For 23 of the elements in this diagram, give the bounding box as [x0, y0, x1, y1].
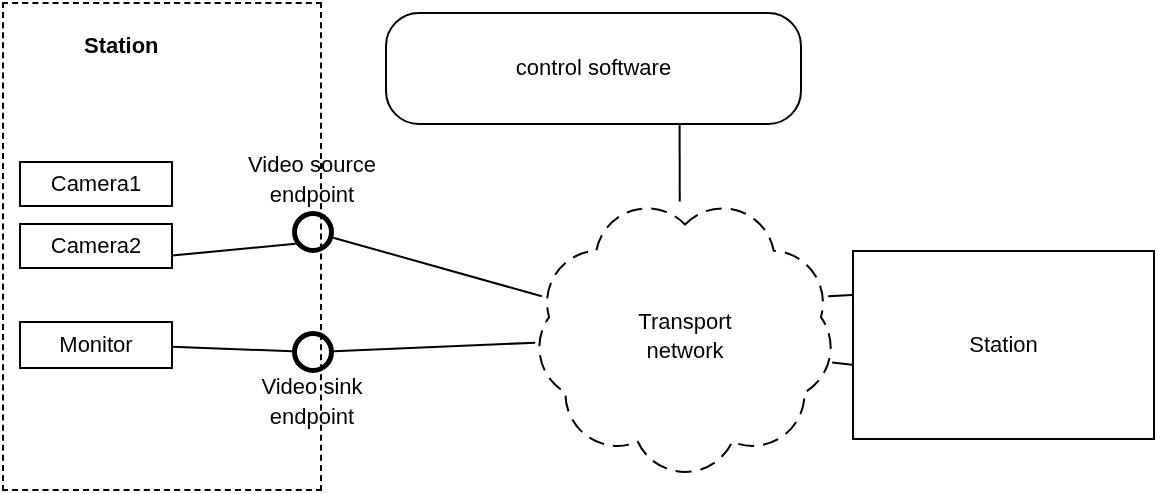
connector-line [831, 361, 853, 366]
connector-line [171, 345, 293, 353]
node-label: Camera2 [50, 231, 142, 260]
device-box [19, 321, 173, 369]
group-heading: Station [84, 32, 159, 60]
node-label: control software [515, 54, 672, 83]
node-label: Monitor [59, 330, 133, 359]
endpoint-circle [292, 331, 334, 373]
connector-line [333, 341, 537, 353]
station-box [852, 250, 1155, 440]
software-box [385, 12, 802, 125]
endpoint-label: Video source endpoint [247, 151, 377, 209]
connector-line [171, 242, 297, 257]
node-label: Transport network [637, 307, 733, 365]
device-box [19, 223, 173, 269]
connector-line [678, 124, 681, 203]
connector-line [332, 236, 543, 298]
endpoint-label: Video sink endpoint [260, 373, 364, 431]
node-label: Camera1 [50, 169, 142, 198]
connector-line [827, 294, 853, 298]
endpoint-circle [292, 211, 334, 253]
device-box [19, 161, 173, 207]
node-label: Station [969, 330, 1038, 359]
